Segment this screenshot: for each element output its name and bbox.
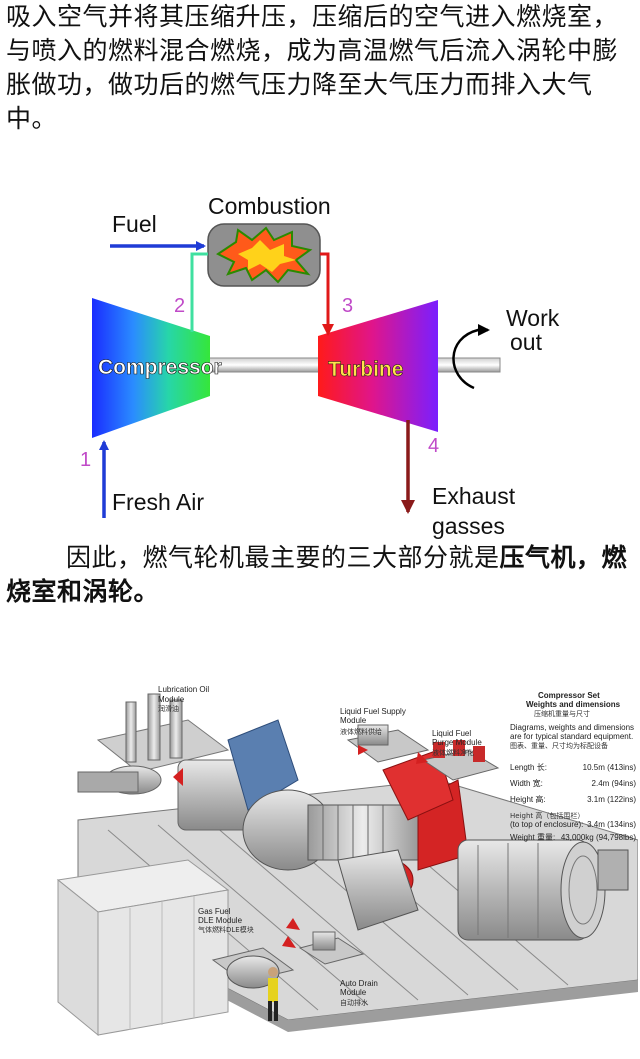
turbine-label: Turbine xyxy=(328,358,403,381)
exhaust-label-2: gasses xyxy=(432,513,505,539)
height2-label-2: (to top of enclosure): xyxy=(510,820,583,829)
work-out-label-1: Work xyxy=(506,305,560,331)
length-label: Length 长: xyxy=(510,762,547,772)
auto-drain-label-cn: 自动排水 xyxy=(340,998,368,1007)
summary-bold: 压气机，燃烧室和涡轮。 xyxy=(6,543,628,606)
gas-fuel-label-en1: Gas Fuel xyxy=(198,907,231,916)
summary-paragraph: 因此，燃气轮机最主要的三大部分就是压气机，燃烧室和涡轮。 xyxy=(6,541,636,609)
liquid-fuel-supply-module xyxy=(346,724,430,763)
lube-label-en2: Module xyxy=(158,695,185,704)
gas-fuel-label-cn: 气体燃料DLE模块 xyxy=(198,925,254,934)
station-3-label: 3 xyxy=(342,295,353,317)
spec-desc-cn: 图表、重量、尺寸均为标配设备 xyxy=(510,741,608,750)
height-value: 3.1m (122ins) xyxy=(587,795,636,804)
lube-label-en1: Lubrication Oil xyxy=(158,685,209,694)
height-label: Height 高: xyxy=(510,794,546,804)
auto-drain-module xyxy=(298,931,365,965)
compressor-set-illustration: Lubrication Oil Module 润滑油 Liquid Fuel S… xyxy=(56,685,638,1037)
height2-label-1: Height 高（包括围栏） xyxy=(510,811,584,820)
spec-desc-1: Diagrams, weights and dimensions xyxy=(510,723,634,732)
spec-title-2: Weights and dimensions xyxy=(526,700,621,709)
compressed-air-line xyxy=(190,252,208,332)
fresh-air-label: Fresh Air xyxy=(112,489,204,515)
driven-compressor xyxy=(457,839,629,941)
spec-panel: Compressor Set Weights and dimensions 压缩… xyxy=(510,691,636,842)
station-4-label: 4 xyxy=(428,435,439,457)
station-1-label: 1 xyxy=(80,449,91,471)
turbine-shape xyxy=(318,300,438,432)
person-figure xyxy=(268,967,278,1021)
liq-supply-label-en2: Module xyxy=(340,716,367,725)
work-out-label-2: out xyxy=(510,329,543,355)
spec-title-cn: 压缩机重量与尺寸 xyxy=(534,709,590,718)
gas-fuel-label-en2: DLE Module xyxy=(198,916,243,925)
liquid-fuel-purge-module xyxy=(421,740,500,781)
liq-purge-label-en2: Purge Module xyxy=(432,738,482,747)
liq-purge-label-en1: Liquid Fuel xyxy=(432,729,471,738)
lube-label-cn: 润滑油 xyxy=(158,704,179,713)
auto-drain-label-en2: Module xyxy=(340,988,367,997)
fuel-label: Fuel xyxy=(112,211,157,237)
gas-turbine-core xyxy=(177,719,469,931)
gas-turbine-cycle-diagram: Compressor Turbine Combustion Fuel 2 3 W… xyxy=(80,193,560,539)
station-2-label: 2 xyxy=(174,295,185,317)
liq-supply-label-en1: Liquid Fuel Supply xyxy=(340,707,406,716)
length-value: 10.5m (413ins) xyxy=(583,763,637,772)
enclosure xyxy=(56,859,230,1037)
spec-desc-2: are for typical standard equipment. xyxy=(510,732,633,741)
compressor-label: Compressor xyxy=(98,356,222,379)
width-value: 2.4m (94ins) xyxy=(592,779,637,788)
liq-purge-label-cn: 液体燃料净化 xyxy=(432,748,474,757)
exhaust-label-1: Exhaust xyxy=(432,483,516,509)
weight-value: 43,000kg (94,798lbs) xyxy=(561,833,637,842)
lube-oil-module xyxy=(77,693,230,795)
auto-drain-label-en1: Auto Drain xyxy=(340,979,378,988)
spec-title-1: Compressor Set xyxy=(538,691,600,700)
compressor-shape xyxy=(92,298,210,438)
summary-lead: 因此，燃气轮机最主要的三大部分就是 xyxy=(66,543,500,572)
intro-paragraph: 吸入空气并将其压缩升压，压缩后的空气进入燃烧室，与喷入的燃料混合燃烧，成为高温燃… xyxy=(6,2,619,133)
work-out-arrow xyxy=(452,324,490,390)
weight-label: Weight 重量: xyxy=(510,832,555,842)
combustion-label: Combustion xyxy=(208,193,331,219)
height2-value: 3.4m (134ins) xyxy=(587,820,636,829)
width-label: Width 宽: xyxy=(510,778,543,788)
liq-supply-label-cn: 液体燃料供给 xyxy=(340,727,382,736)
hot-gas-line xyxy=(320,252,334,336)
